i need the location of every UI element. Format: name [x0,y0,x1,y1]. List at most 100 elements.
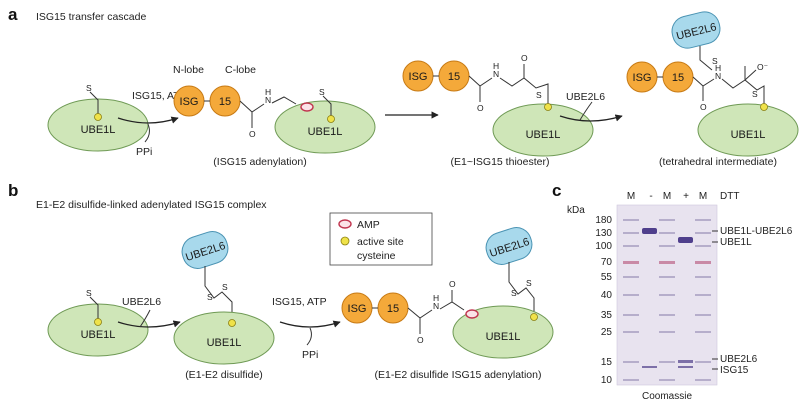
e2-block [671,11,721,49]
step-b2-byproduct: PPi [302,349,318,361]
amp-icon [465,309,479,319]
num-label: 15 [672,72,684,84]
atom-n: N [493,69,499,79]
num-label: 15 [448,71,460,83]
disulfide-bond [508,262,535,314]
cys-bond [89,91,99,117]
ladder-band [695,245,711,247]
step3-reagent: UBE2L6 [566,91,605,103]
atom-h: H [715,63,721,73]
ladder-band [695,314,711,316]
e1-label: UBE1L [81,329,116,341]
ladder-band [659,245,675,247]
sample-band-ube1l-ube2l6 [642,228,657,234]
atom-s: S [752,89,758,99]
ladder-band [695,276,711,278]
legend: AMP active site cysteine [329,212,433,266]
ladder-band [623,331,639,333]
ladder-band [623,245,639,247]
amp-icon [300,102,314,112]
cys-bond [322,95,332,118]
lane-header-4: + [683,191,689,202]
caption-thioester: (E1~ISG15 thioester) [451,156,550,168]
cysteine-icon [327,115,335,123]
caption-adenylation: (ISG15 adenylation) [213,156,306,168]
byproduct-curl [144,123,150,143]
step-b2-reagent: ISG15, ATP [272,296,327,308]
marker-tick-label: 35 [601,310,613,321]
cysteine-icon [94,318,102,326]
step-b2-arrow-group: ISG15, ATP PPi [272,296,341,361]
e1-label: UBE1L [526,129,561,141]
ladder-lane-5 [695,219,711,381]
e1-state-1: UBE1L S [47,83,149,152]
disulfide-adenylation-complex: UBE2L6 S S ISG 15 O N H O UBE1L (E1-E2 d… [341,227,554,381]
lane-header-1: M [627,191,635,202]
step-b1-arrow [117,320,181,328]
kda-label: kDa [567,205,585,216]
step1-arrow-group: ISG15, ATP PPi [117,90,187,158]
reagent-curl [139,309,151,328]
marker-ticks: 180 130 100 70 55 40 35 25 15 10 [595,215,612,386]
ladder-band [695,294,711,296]
ladder-band [659,294,675,296]
n-lobe-label: N-lobe [173,64,204,76]
marker-tick-label: 180 [595,215,612,226]
dtt-label: DTT [720,191,739,202]
atom-o-minus: O⁻ [757,62,769,72]
e1-ellipse [173,311,275,365]
num-label: 15 [387,303,399,315]
e1-ellipse [274,100,376,154]
chain-bond [468,75,493,87]
cysteine-icon [228,319,236,327]
isg-label: ISG [348,303,367,315]
o-link [744,69,757,81]
step3-arrow-group: UBE2L6 [559,91,623,122]
sample-band-isg15-plus [678,366,693,368]
ladder-band [695,219,711,221]
ladder-band [695,379,711,381]
step-b1-reagent: UBE2L6 [122,296,161,308]
panel-b: b E1-E2 disulfide-linked adenylated ISG1… [8,181,554,381]
atom-o: O [521,53,528,63]
step1-byproduct: PPi [136,146,152,158]
marker-tick-label: 100 [595,241,612,252]
panel-a: a ISG15 transfer cascade UBE1L S ISG15, … [8,5,799,168]
atom-n: N [715,71,721,81]
legend-amp: AMP [357,219,380,231]
ladder-band [623,294,639,296]
e1-label: UBE1L [81,124,116,136]
ladder-band [695,331,711,333]
atom-n: N [265,95,271,105]
atom-o: O [449,279,456,289]
ladder-band [659,232,675,234]
adenylation-complex: N-lobe C-lobe ISG 15 O N H UBE1L S (ISG1… [173,64,376,168]
isg-label: ISG [633,72,652,84]
panel-c-letter: c [552,181,561,200]
ladder-band [659,361,675,363]
caption-disulfide: (E1-E2 disulfide) [185,369,263,381]
e2-cys-bond [699,46,713,71]
atom-o: O [417,335,424,345]
e1-ellipse [452,305,554,359]
atom-n: N [433,301,439,311]
panel-a-title: ISG15 transfer cascade [36,11,146,23]
atom-h: H [433,293,439,303]
atom-s: S [207,292,213,302]
amp-icon [338,219,352,229]
cysteine-icon [340,236,350,246]
chain-bond [692,76,715,87]
ladder-band [623,261,639,264]
ladder-lane-3 [659,219,675,381]
marker-tick-label: 55 [601,272,613,283]
isg-label: ISG [180,96,199,108]
marker-tick-label: 15 [601,357,613,368]
legend-cys-1: active site [357,236,404,248]
marker-tick-label: 10 [601,375,613,386]
atom-o: O [249,129,256,139]
atom-s: S [712,56,718,66]
chain-bond [239,100,265,113]
ladder-band [695,261,711,264]
panel-b-letter: b [8,181,18,200]
ladder-band [659,314,675,316]
